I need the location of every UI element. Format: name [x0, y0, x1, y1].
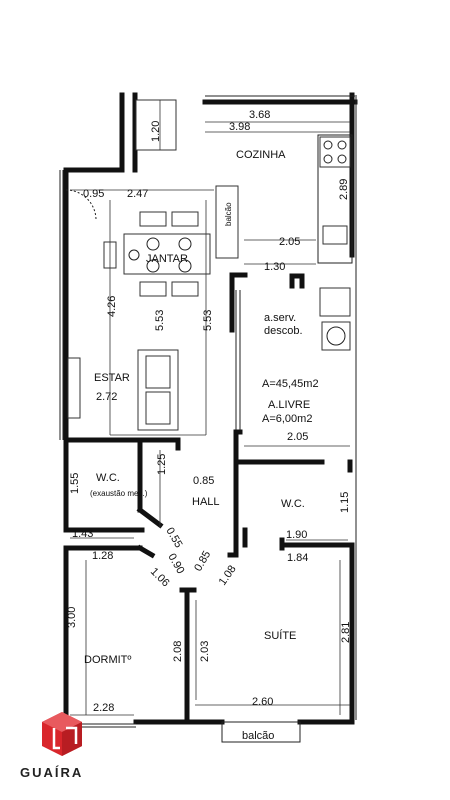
balcao-kitchen-label: balcão [224, 202, 233, 226]
dim-3-68: 3.68 [249, 109, 270, 121]
dim-0-95: 0.95 [83, 188, 104, 200]
dim-2-05-top: 2.05 [279, 236, 300, 248]
dim-5-53-left: 5.53 [154, 310, 166, 331]
room-label-descob: descob. [264, 325, 303, 337]
dim-3-00: 3.00 [66, 607, 78, 628]
dim-2-81: 2.81 [340, 622, 352, 643]
balcao-bottom-label: balcão [242, 730, 274, 742]
dim-4-26: 4.26 [106, 296, 118, 317]
dim-1-28: 1.28 [92, 550, 113, 562]
area-total: A=45,45m2 [262, 378, 319, 390]
dim-1-84: 1.84 [287, 552, 308, 564]
area-livre: A=6,00m2 [262, 413, 312, 425]
dim-0-90: 0.90 [165, 552, 186, 577]
dim-2-08: 2.08 [172, 641, 184, 662]
room-label-cozinha: COZINHA [236, 149, 286, 161]
dim-2-03: 2.03 [199, 641, 211, 662]
dim-5-53-right: 5.53 [202, 310, 214, 331]
dim-3-98: 3.98 [229, 121, 250, 133]
dim-1-08: 1.08 [217, 563, 239, 587]
dim-2-72: 2.72 [96, 391, 117, 403]
dim-0-85-hall: 0.85 [193, 475, 214, 487]
dimension-lines [70, 100, 350, 716]
dim-2-89: 2.89 [338, 179, 350, 200]
room-label-estar: ESTAR [94, 372, 130, 384]
tv-unit [67, 357, 81, 419]
fridge-box [135, 99, 177, 151]
dining-table [103, 211, 211, 297]
room-label-hall: HALL [192, 496, 220, 508]
room-label-wc1-note: (exaustão mec.) [90, 489, 148, 498]
dim-0-85-door: 0.85 [192, 549, 213, 574]
kitchen-appliances [319, 136, 351, 351]
dim-2-60: 2.60 [252, 696, 273, 708]
room-label-dormitorio: DORMITº [84, 654, 131, 666]
dim-1-20: 1.20 [150, 121, 162, 142]
dim-0-55: 0.55 [163, 526, 184, 551]
dim-2-05-mid: 2.05 [287, 431, 308, 443]
walls [63, 92, 358, 725]
room-label-wc2: W.C. [281, 498, 305, 510]
thin-lines [59, 95, 357, 743]
dim-1-30: 1.30 [264, 261, 285, 273]
room-label-suite: SUÍTE [264, 629, 296, 642]
area-livre-label: A.LIVRE [268, 399, 310, 411]
room-label-wc1: W.C. [96, 472, 120, 484]
dim-1-25: 1.25 [156, 454, 168, 475]
kitchen-counter-balcao [215, 185, 239, 259]
dim-1-55: 1.55 [69, 473, 81, 494]
guaira-logo: GUAÍRA [20, 712, 83, 780]
logo-brand-text: GUAÍRA [20, 765, 83, 780]
room-label-jantar: JANTAR [146, 253, 188, 265]
dim-1-15: 1.15 [339, 492, 351, 513]
dim-2-28: 2.28 [93, 702, 114, 714]
dim-1-06: 1.06 [148, 566, 172, 590]
room-label-aserv: a.serv. [264, 312, 296, 324]
dim-1-43: 1.43 [72, 528, 93, 540]
sofa [137, 349, 179, 431]
dim-1-90: 1.90 [286, 529, 307, 541]
dim-2-47: 2.47 [127, 188, 148, 200]
